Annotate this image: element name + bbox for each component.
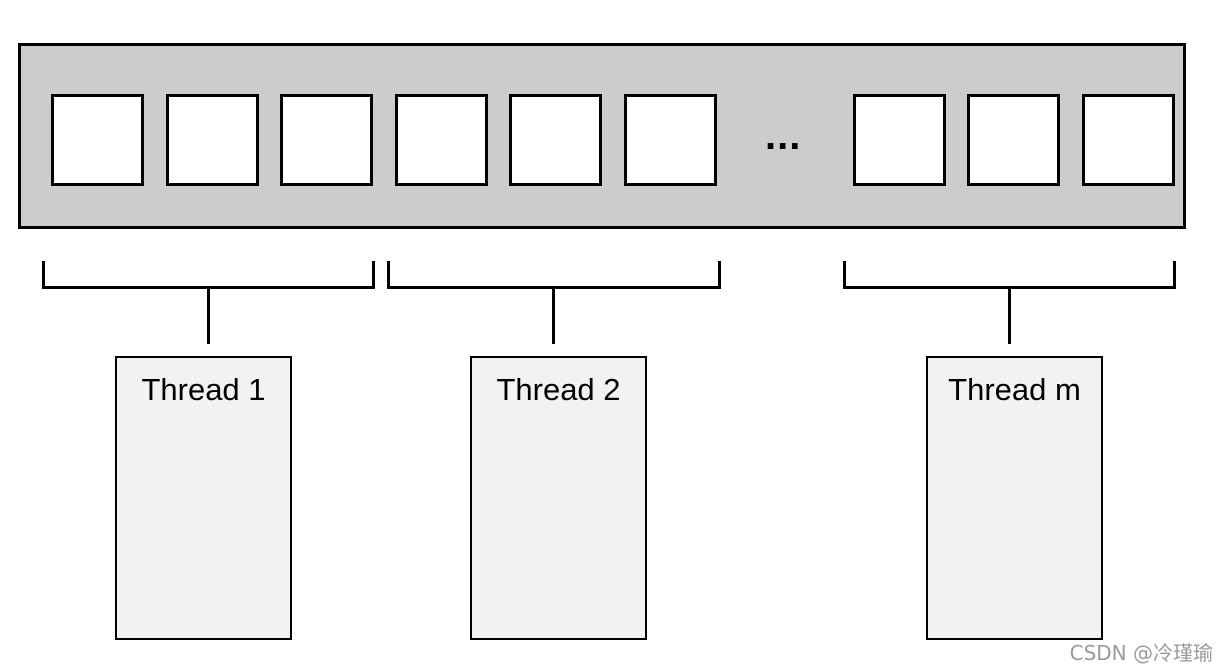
array-cell bbox=[967, 94, 1060, 186]
array-cell bbox=[51, 94, 144, 186]
thread-2-connector bbox=[552, 289, 555, 344]
array-cell bbox=[1082, 94, 1175, 186]
array-cell bbox=[280, 94, 373, 186]
thread-2-label: Thread 2 bbox=[496, 372, 621, 407]
array-cell bbox=[509, 94, 602, 186]
thread-2-bracket bbox=[387, 261, 721, 289]
thread-m-connector bbox=[1008, 289, 1011, 344]
task-array: ... bbox=[18, 43, 1186, 229]
thread-1-label: Thread 1 bbox=[141, 372, 266, 407]
thread-1-bracket bbox=[42, 261, 375, 289]
array-cell bbox=[395, 94, 488, 186]
thread-1-connector bbox=[207, 289, 210, 344]
watermark: CSDN @冷瑾瑜 bbox=[1069, 641, 1213, 665]
thread-2-box: Thread 2 bbox=[470, 356, 647, 640]
thread-m-box: Thread m bbox=[926, 356, 1103, 640]
array-cell bbox=[853, 94, 946, 186]
array-cell bbox=[166, 94, 259, 186]
thread-m-label: Thread m bbox=[948, 372, 1081, 407]
array-ellipsis: ... bbox=[765, 114, 802, 158]
array-cell bbox=[624, 94, 717, 186]
thread-m-bracket bbox=[843, 261, 1176, 289]
thread-1-box: Thread 1 bbox=[115, 356, 292, 640]
